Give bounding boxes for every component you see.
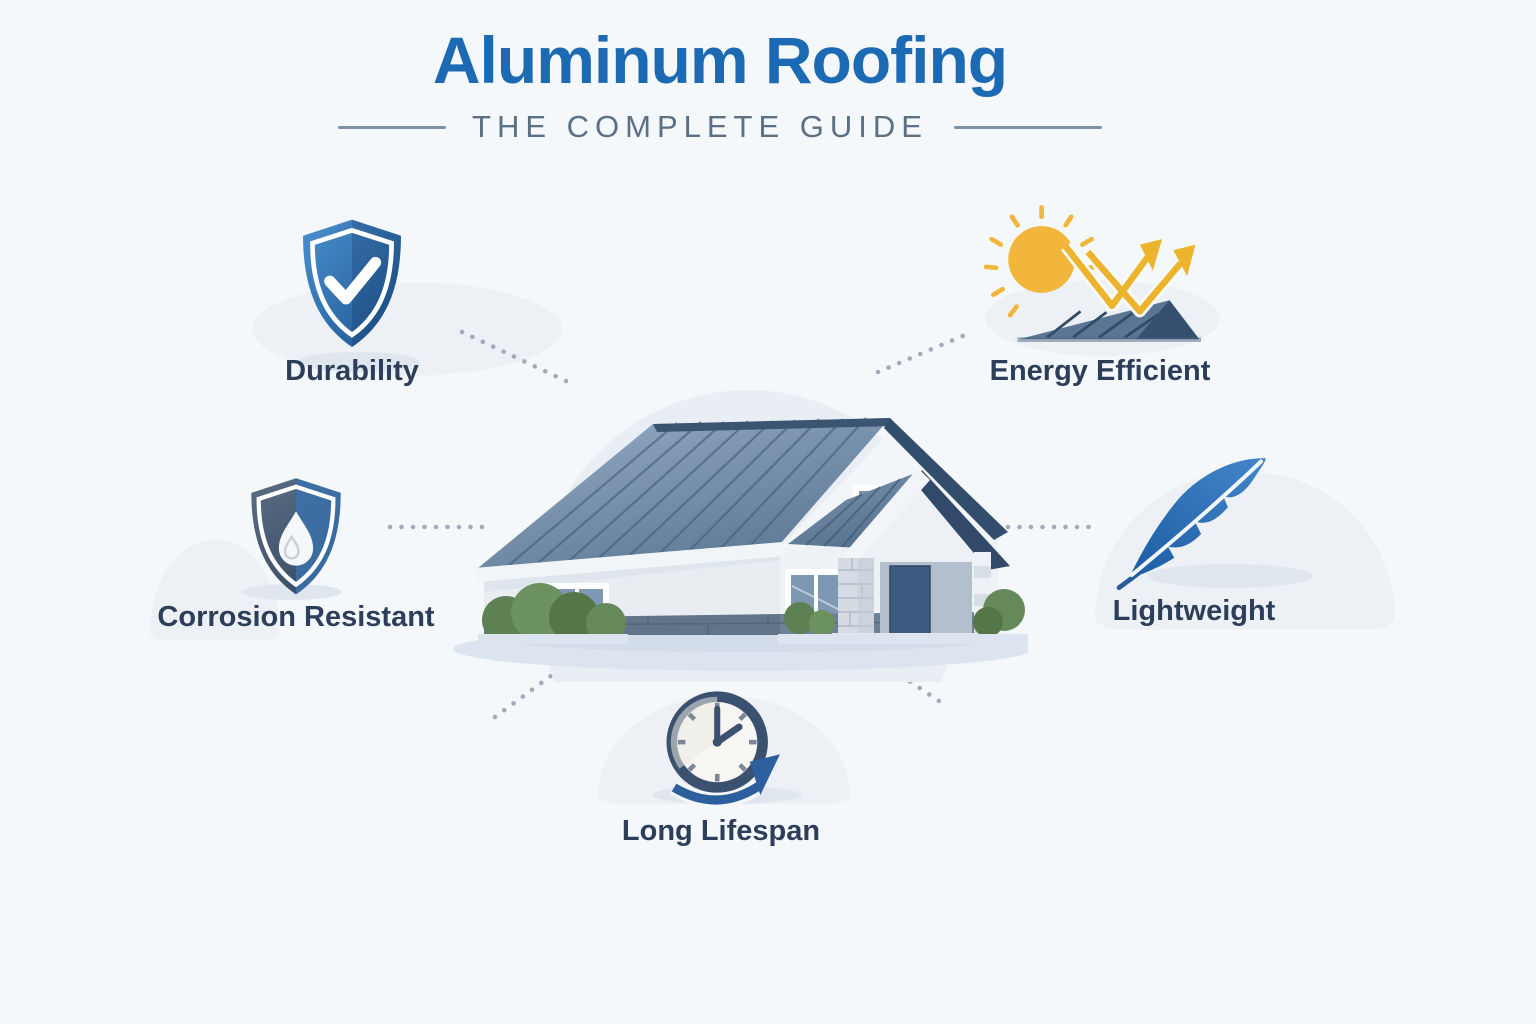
roof-right-slope bbox=[884, 418, 1008, 540]
lightweight-shadow bbox=[1148, 564, 1313, 588]
feature-label-lightweight: Lightweight bbox=[1112, 595, 1276, 627]
shield-water-drop-icon bbox=[251, 478, 341, 595]
bushes-right bbox=[778, 589, 1028, 644]
porch-trim bbox=[832, 468, 930, 572]
feature-corrosion-resistant: Corrosion Resistant bbox=[157, 472, 435, 634]
roof-standing-seams bbox=[507, 417, 867, 567]
main-roof-slope bbox=[478, 418, 890, 568]
subtitle-row: THE COMPLETE GUIDE bbox=[0, 109, 1440, 145]
feature-label-corrosion-resistant: Corrosion Resistant bbox=[157, 601, 435, 633]
header: Aluminum Roofing THE COMPLETE GUIDE bbox=[0, 23, 1440, 145]
durability-shadow bbox=[298, 352, 420, 372]
roof-ridge-cap bbox=[653, 418, 896, 432]
porch-gable-wall bbox=[838, 476, 1002, 564]
bushes-left bbox=[478, 583, 628, 644]
sun-reflection-roof-icon bbox=[984, 205, 1202, 342]
front-door bbox=[889, 565, 931, 636]
shield-check-icon bbox=[303, 219, 401, 348]
subtitle-rule-left bbox=[338, 125, 447, 129]
feature-label-durability: Durability bbox=[285, 355, 419, 387]
porch-roof-slope bbox=[788, 472, 918, 548]
feature-lightweight: Lightweight bbox=[1074, 452, 1314, 628]
clock-arrow-icon bbox=[666, 691, 781, 808]
feature-long-lifespan: Long Lifespan bbox=[601, 674, 841, 848]
page-title: Aluminum Roofing bbox=[432, 23, 1008, 97]
eave-fascia bbox=[474, 542, 786, 582]
feature-label-long-lifespan: Long Lifespan bbox=[621, 815, 821, 847]
feather-icon bbox=[1116, 458, 1266, 591]
feature-energy-efficient: Energy Efficient bbox=[975, 202, 1225, 388]
page-subtitle: THE COMPLETE GUIDE bbox=[472, 109, 928, 145]
connector-energy bbox=[875, 332, 968, 375]
feature-label-energy-efficient: Energy Efficient bbox=[989, 355, 1211, 387]
porch-roof-right-band bbox=[916, 470, 1010, 570]
connector-durability bbox=[459, 329, 571, 385]
house-illustration bbox=[453, 390, 1028, 682]
corrosion-shadow bbox=[242, 584, 342, 600]
feature-durability: Durability bbox=[232, 212, 472, 388]
subtitle-rule-right bbox=[953, 125, 1102, 129]
